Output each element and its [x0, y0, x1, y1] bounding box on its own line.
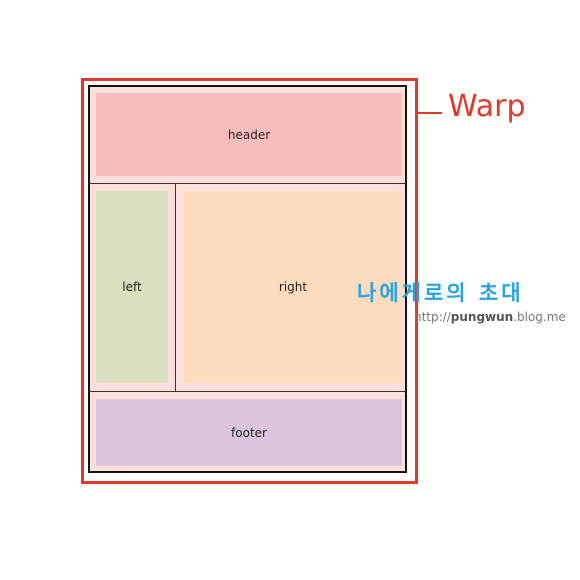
left-box: left: [96, 191, 168, 383]
footer-divider: [89, 391, 406, 392]
right-label: right: [278, 280, 308, 294]
watermark-url-suffix: .blog.me: [513, 310, 566, 324]
warp-container-border: [81, 78, 418, 484]
footer-label: footer: [231, 425, 267, 440]
right-box: right: [184, 191, 402, 383]
header-box: header: [96, 93, 402, 176]
footer-box: footer: [96, 399, 402, 466]
column-divider: [175, 184, 176, 391]
header-label: header: [227, 127, 271, 142]
watermark-url: http://pungwun.blog.me: [414, 311, 566, 323]
header-divider: [89, 183, 406, 184]
watermark-url-prefix: http://: [414, 310, 451, 324]
warp-label: Warp: [448, 89, 526, 124]
watermark-url-domain: pungwun: [450, 310, 514, 324]
watermark-title: 나에게로의 초대: [357, 281, 524, 305]
warp-connector-line: [415, 112, 442, 114]
left-label: left: [122, 280, 142, 294]
